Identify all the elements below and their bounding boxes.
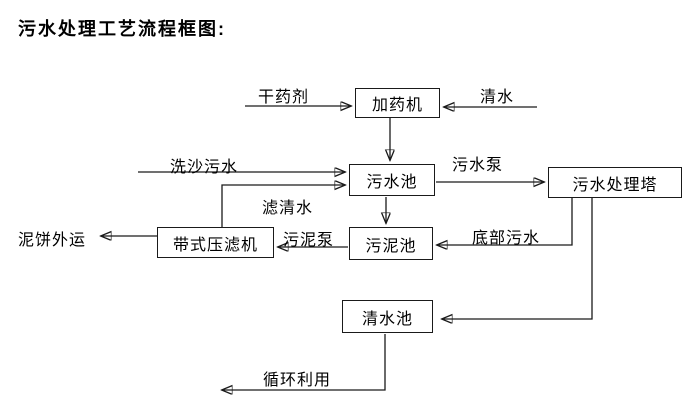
flow-label-mud-cake-out: 泥饼外运	[18, 232, 87, 249]
node-clean-water-pool: 清水池	[342, 300, 433, 333]
edge-treatment-tower-to-clean-water-pool	[442, 198, 593, 319]
flow-label-dry-agent: 干药剂	[258, 89, 310, 106]
flow-label-clean-water: 清水	[480, 89, 515, 106]
flow-label-sand-washing-sewage: 洗沙污水	[170, 159, 239, 176]
node-treatment-tower: 污水处理塔	[548, 167, 682, 198]
diagram-title: 污水处理工艺流程框图:	[18, 19, 226, 39]
flow-label-recycling: 循环利用	[263, 372, 332, 389]
edge-bottom-sewage-tower-to-sludge-pool	[437, 198, 573, 245]
flow-label-sewage-pump: 污水泵	[452, 157, 504, 174]
node-belt-filter-press: 带式压滤机	[157, 227, 274, 258]
flow-label-sludge-pump: 污泥泵	[283, 232, 335, 249]
edge-filtered-water-press-to-sewage-pool	[221, 185, 345, 227]
node-sewage-pool: 污水池	[349, 164, 435, 196]
node-sludge-pool: 污泥池	[349, 227, 433, 260]
flow-label-bottom-sewage: 底部污水	[472, 230, 541, 247]
edge-clean-water-pool-to-recycling	[222, 334, 386, 390]
flow-label-filtered-water: 滤清水	[262, 200, 314, 217]
node-dosing-machine: 加药机	[355, 88, 440, 118]
